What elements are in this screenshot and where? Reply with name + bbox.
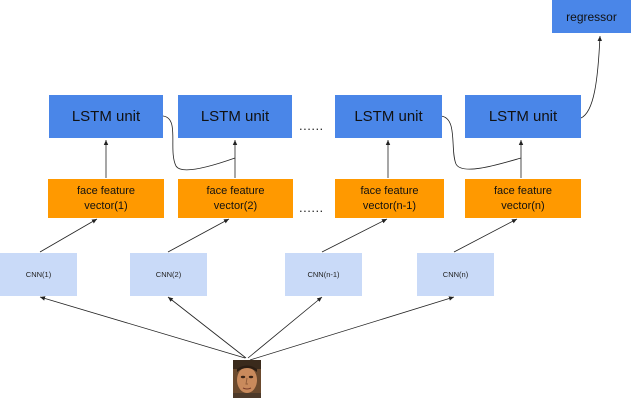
- face-feature-vector-n-1: face feature vector(n-1): [335, 179, 444, 218]
- face-feature-vector-2: face feature vector(2): [178, 179, 293, 218]
- feature-line-1: face feature: [493, 184, 553, 197]
- face-image: [233, 360, 261, 398]
- feature-line-2: vector(2): [213, 199, 258, 212]
- lstm-unit-n: LSTM unit: [465, 95, 581, 138]
- regressor-label: regressor: [566, 9, 617, 24]
- cnn-label: CNN(n-1): [307, 270, 340, 279]
- arrow-face-to-cnn-1: [39, 296, 246, 359]
- feature-line-2: vector(1): [84, 199, 128, 212]
- cnn-label: CNN(n): [442, 270, 469, 279]
- feature-ellipsis: ......: [299, 200, 324, 215]
- lstm-unit-2: LSTM unit: [178, 95, 292, 138]
- cnn-2: CNN(2): [130, 253, 207, 296]
- arrow-cnn-2-to-feature-2: [167, 218, 230, 253]
- arrow-face-to-cnn-n: [249, 296, 455, 361]
- lstm-ellipsis: ......: [299, 118, 324, 133]
- arrow-cnn-1-to-feature-1: [39, 218, 98, 253]
- lstm-unit-label: LSTM unit: [354, 108, 423, 125]
- feature-line-2: vector(n-1): [362, 199, 417, 212]
- cnn-label: CNN(1): [25, 270, 52, 279]
- feature-line-1: face feature: [360, 184, 419, 197]
- feature-line-1: face feature: [206, 184, 265, 197]
- cnn-n: CNN(n): [417, 253, 494, 296]
- lstm-unit-label: LSTM unit: [488, 108, 558, 125]
- face-feature-vector-1: face feature vector(1): [48, 179, 164, 218]
- arrow-face-to-cnn-2: [167, 296, 247, 359]
- arrow-lstm-n-to-regressor: [580, 35, 603, 119]
- face-photo-icon: [233, 360, 261, 398]
- cnn-label: CNN(2): [155, 270, 182, 279]
- arrow-face-to-cnn-n-1: [247, 296, 323, 359]
- arrow-cnn-n-to-feature-n: [453, 218, 518, 253]
- face-feature-vector-n: face feature vector(n): [465, 179, 581, 218]
- lstm-unit-label: LSTM unit: [71, 108, 141, 125]
- recurrent-link-1-to-2: [162, 115, 236, 171]
- cnn-n-1: CNN(n-1): [285, 253, 362, 296]
- feature-line-1: face feature: [76, 184, 136, 197]
- feature-line-2: vector(n): [501, 199, 545, 212]
- lstm-unit-label: LSTM unit: [200, 108, 270, 125]
- regressor-box: regressor: [552, 0, 631, 33]
- recurrent-link-n-1-to-n: [440, 115, 522, 170]
- cnn-1: CNN(1): [0, 253, 77, 296]
- arrow-cnn-n-1-to-feature-n-1: [321, 218, 388, 253]
- lstm-unit-1: LSTM unit: [49, 95, 163, 138]
- lstm-unit-n-1: LSTM unit: [335, 95, 442, 138]
